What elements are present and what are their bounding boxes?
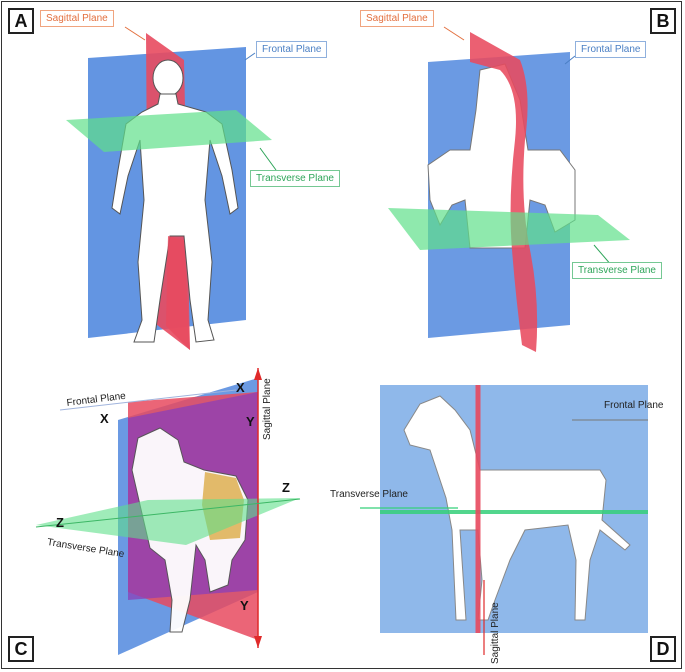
label-sagittal-plane-a: Sagittal Plane bbox=[40, 10, 114, 27]
axis-arrow-y bbox=[254, 368, 262, 380]
label-sagittal-plane-d: Sagittal Plane bbox=[490, 602, 501, 664]
pointer-line bbox=[259, 147, 277, 171]
panel-a-art bbox=[66, 33, 272, 350]
transverse-plane bbox=[66, 110, 272, 152]
panel-d-art bbox=[360, 385, 648, 655]
panel-c-art bbox=[35, 368, 301, 655]
panel-letter-c: C bbox=[8, 636, 34, 662]
pointer-line bbox=[124, 26, 146, 41]
label-transverse-plane-a: Transverse Plane bbox=[250, 170, 340, 187]
pointer-line bbox=[443, 26, 465, 41]
axis-line-x bbox=[59, 389, 237, 411]
axis-line-z bbox=[35, 498, 301, 528]
human-figure bbox=[111, 59, 239, 343]
axis-label-z: Z bbox=[282, 480, 290, 495]
dog-side-figure bbox=[403, 395, 631, 621]
panel-letter-b: B bbox=[650, 8, 676, 34]
label-transverse-plane-b: Transverse Plane bbox=[572, 262, 662, 279]
transverse-plane bbox=[388, 208, 630, 250]
sagittal-plane-front bbox=[166, 236, 190, 350]
panel-letter-a: A bbox=[8, 8, 34, 34]
sagittal-plane bbox=[470, 32, 538, 352]
axis-label-y: Y bbox=[246, 414, 255, 429]
axis-label-x: X bbox=[236, 380, 245, 395]
panel-letter-d: D bbox=[650, 636, 676, 662]
axis-label-x: X bbox=[100, 411, 109, 426]
label-sagittal-plane-c: Sagittal Plane bbox=[262, 378, 273, 440]
label-sagittal-plane-b: Sagittal Plane bbox=[360, 10, 434, 27]
pointer-line bbox=[244, 52, 256, 61]
axis-label-y: Y bbox=[240, 598, 249, 613]
label-transverse-plane-d: Transverse Plane bbox=[330, 489, 408, 500]
panel-b-art bbox=[388, 32, 630, 352]
label-frontal-plane-d: Frontal Plane bbox=[604, 400, 664, 411]
axis-label-z: Z bbox=[56, 515, 64, 530]
transverse-plane bbox=[36, 498, 300, 545]
axis-arrow-y2 bbox=[254, 636, 262, 648]
label-frontal-plane-b: Frontal Plane bbox=[575, 41, 647, 58]
pointer-line bbox=[564, 55, 576, 65]
label-frontal-plane-a: Frontal Plane bbox=[256, 41, 328, 58]
